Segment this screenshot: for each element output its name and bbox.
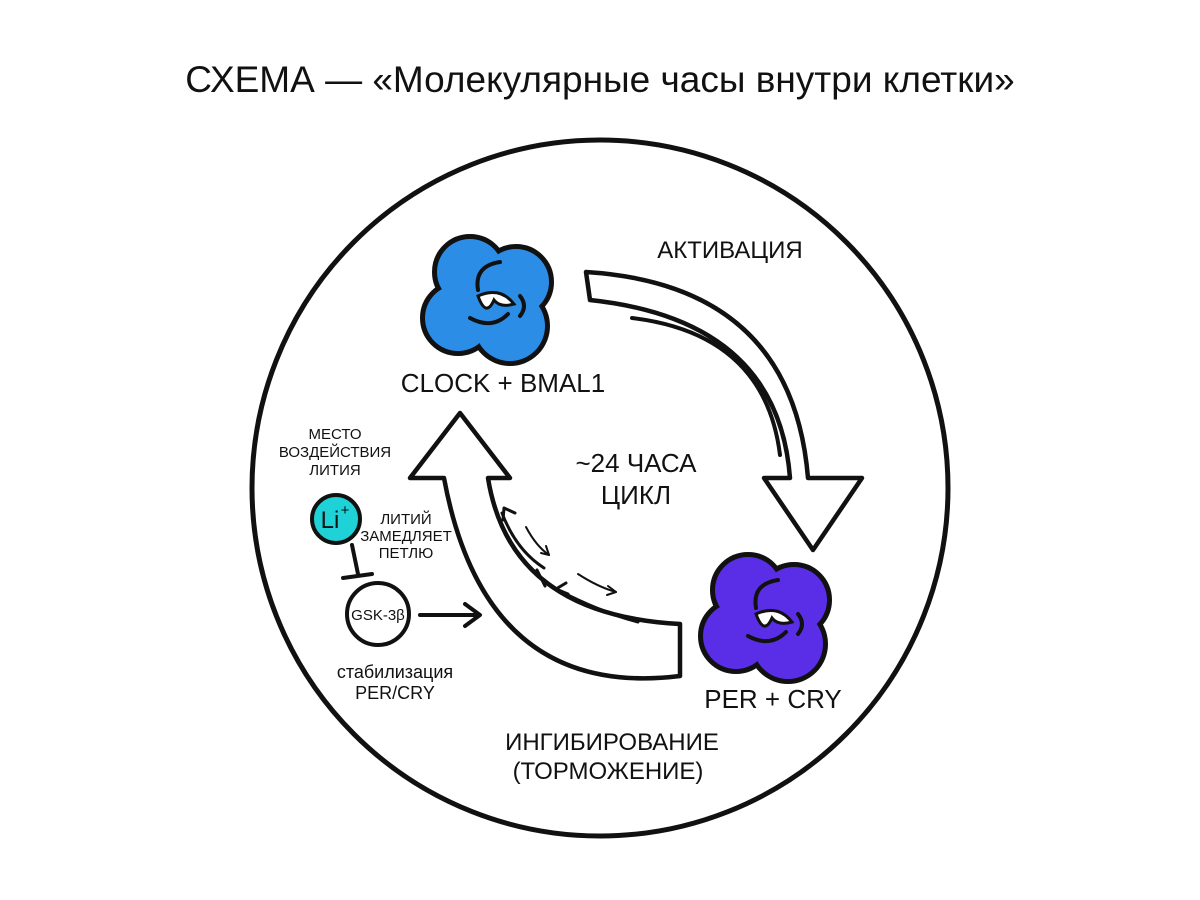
clock-bmal-protein-icon: [425, 239, 549, 361]
cycle-label-line2: ЦИКЛ: [601, 480, 671, 510]
inhibition-label-line2: (ТОРМОЖЕНИЕ): [513, 758, 704, 785]
lithium-site-label-line2: ВОЗДЕЙСТВИЯ: [279, 443, 391, 461]
activation-arrow: [583, 269, 865, 553]
lithium-charge: +: [341, 502, 350, 519]
gsk3b-node: GSK-3β: [345, 581, 411, 647]
cell-outline: [249, 137, 951, 839]
clock-bmal-label: CLOCK + BMAL1: [401, 368, 605, 398]
lithium-ion-icon: Li +: [310, 493, 362, 545]
stabilization-label-line2: PER/CRY: [355, 683, 435, 703]
lithium-site-label-line3: ЛИТИЯ: [309, 462, 360, 479]
per-cry-label: PER + CRY: [704, 684, 842, 714]
cycle-label-line1: ~24 ЧАСА: [576, 448, 698, 478]
lithium-slows-label-line1: ЛИТИЙ: [380, 510, 431, 528]
lithium-site-label-line1: МЕСТО: [309, 426, 362, 443]
per-cry-protein-icon: [703, 557, 827, 679]
lithium-slows-label-line3: ПЕТЛЮ: [379, 545, 434, 562]
stabilization-label-line1: стабилизация: [337, 662, 453, 682]
gsk3b-label: GSK-3β: [351, 607, 405, 624]
activation-label: АКТИВАЦИЯ: [657, 237, 802, 264]
lithium-symbol: Li: [321, 507, 340, 534]
lithium-inhibits-gsk-connector: [341, 543, 374, 580]
inner-feedback-arrows: [500, 506, 640, 624]
inhibition-label-line1: ИНГИБИРОВАНИЕ: [505, 729, 719, 756]
page-title: СХЕМА — «Молекулярные часы внутри клетки…: [185, 59, 1014, 100]
lithium-slows-label-line2: ЗАМЕДЛЯЕТ: [360, 528, 452, 545]
gsk-to-loop-arrow: [418, 602, 482, 628]
